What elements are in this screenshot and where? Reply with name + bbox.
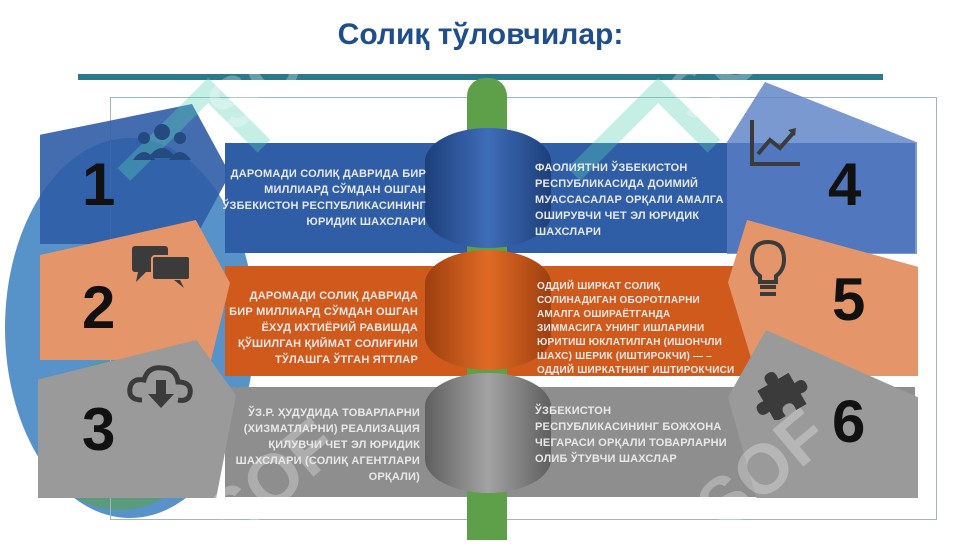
puzzle-piece-icon	[752, 360, 812, 424]
people-group-icon	[130, 122, 194, 170]
item-text-4: ФАОЛИЯТНИ ЎЗБЕКИСТОН РЕСПУБЛИКАСИДА ДОИМ…	[535, 162, 724, 238]
center-roll-3	[425, 373, 551, 493]
item-number-3: 3	[82, 396, 116, 463]
page-title: Солиқ тўловчилар:	[337, 18, 624, 51]
item-number-2: 2	[82, 274, 116, 341]
center-roll-2	[425, 250, 551, 370]
item-number-1: 1	[82, 151, 116, 218]
item-number-4: 4	[828, 151, 862, 218]
item-text-2: ДАРОМАДИ СОЛИҚ ДАВРИДА БИР МИЛЛИАРД СЎМД…	[229, 290, 418, 366]
title-divider	[78, 74, 883, 80]
lightbulb-icon	[748, 238, 788, 304]
chat-bubbles-icon	[130, 244, 192, 292]
item-number-5: 5	[832, 266, 866, 333]
item-text-3: ЎЗ.Р. ҲУДУДИДА ТОВАРЛАРНИ (ХИЗМАТЛАРНИ) …	[235, 407, 420, 483]
item-text-6: ЎЗБЕКИСТОН РЕСПУБЛИКАСИНИНГ БОЖХОНА ЧЕГА…	[535, 405, 727, 465]
item-text-5: ОДДИЙ ШИРКАТ СОЛИҚ СОЛИНАДИГАН ОБОРОТЛАР…	[537, 281, 735, 376]
center-roll-1	[425, 128, 551, 248]
cloud-download-icon	[126, 360, 196, 414]
item-number-6: 6	[832, 388, 866, 455]
line-chart-icon	[748, 118, 802, 172]
item-text-1: ДАРОМАДИ СОЛИҚ ДАВРИДА БИР МИЛЛИАРД СЎМД…	[222, 168, 426, 228]
